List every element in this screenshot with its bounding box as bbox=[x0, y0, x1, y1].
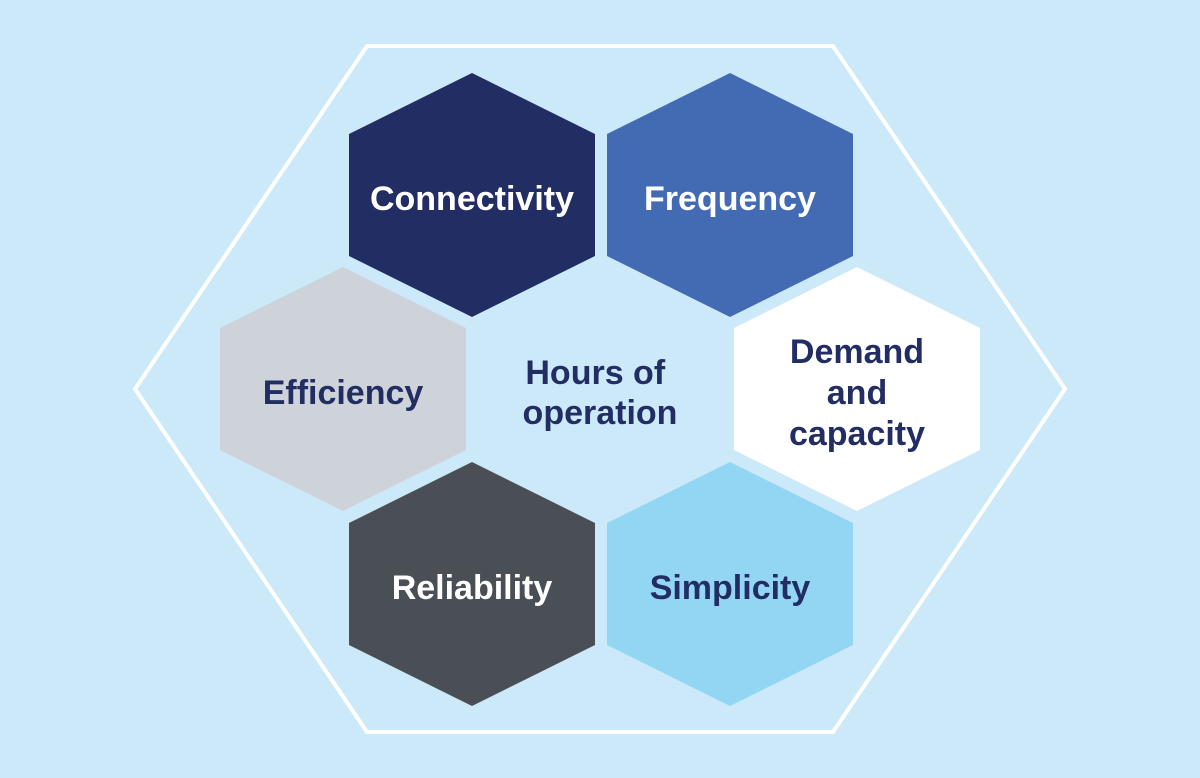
hexagon-label-line-efficiency-1: Efficiency bbox=[263, 374, 424, 412]
hexagon-label-connectivity: Connectivity bbox=[370, 180, 574, 218]
hexagon-label-line-frequency-1: Frequency bbox=[644, 180, 816, 218]
hexagon-label-line-demand-and-capacity-3: capacity bbox=[789, 415, 925, 453]
center-label-line-1: Hours of bbox=[525, 354, 665, 392]
hexagon-label-line-simplicity-1: Simplicity bbox=[650, 569, 811, 607]
hexagon-shape-demand-and-capacity bbox=[734, 267, 980, 511]
outer-hexagon-outline bbox=[132, 44, 1068, 734]
center-label-line-2: operation bbox=[523, 394, 678, 432]
hexagon-efficiency: Efficiency bbox=[220, 267, 466, 511]
hexagon-frequency: Frequency bbox=[607, 73, 853, 317]
hexagon-label-line-demand-and-capacity-2: and bbox=[827, 374, 887, 412]
hexagon-label-simplicity: Simplicity bbox=[650, 569, 811, 607]
hexagon-label-frequency: Frequency bbox=[644, 180, 816, 218]
hexagon-shape-connectivity bbox=[349, 73, 595, 317]
center-label: Hours of operation bbox=[523, 354, 678, 432]
hexagon-shape-efficiency bbox=[220, 267, 466, 511]
hexagon-reliability: Reliability bbox=[349, 462, 595, 706]
hexagon-connectivity: Connectivity bbox=[349, 73, 595, 317]
hexagon-shape-simplicity bbox=[607, 462, 853, 706]
hexagon-label-line-reliability-1: Reliability bbox=[392, 569, 553, 607]
hexagon-shape-frequency bbox=[607, 73, 853, 317]
hexagon-label-line-demand-and-capacity-1: Demand bbox=[790, 333, 924, 371]
hexagon-label-line-connectivity-1: Connectivity bbox=[370, 180, 574, 218]
hexagon-shape-reliability bbox=[349, 462, 595, 706]
hexagon-simplicity: Simplicity bbox=[607, 462, 853, 706]
hexagon-label-reliability: Reliability bbox=[392, 569, 553, 607]
hexagon-label-efficiency: Efficiency bbox=[263, 374, 424, 412]
